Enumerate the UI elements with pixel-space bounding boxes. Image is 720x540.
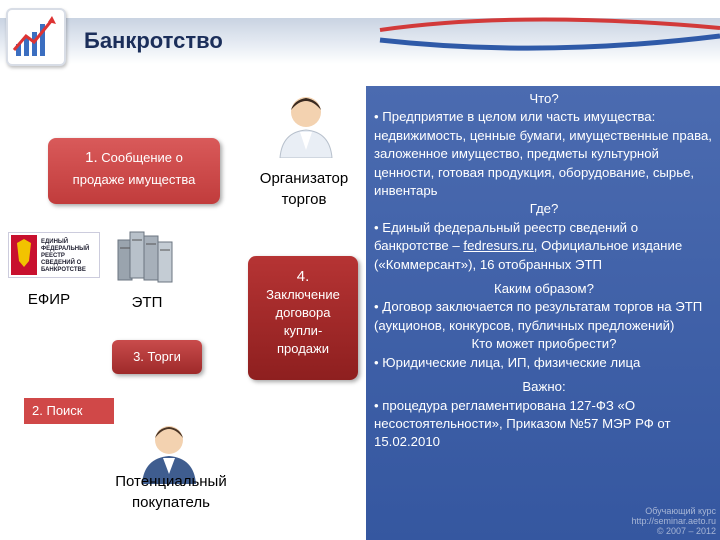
auction-text: Торги (147, 349, 181, 364)
contract-box: 4. Заключение договора купли- продажи (248, 256, 358, 380)
etp-label: ЭТП (131, 294, 163, 311)
contract-text-2: договора (275, 305, 331, 320)
important-heading: Важно: (522, 379, 566, 395)
announcement-text-2: продаже имущества (72, 172, 196, 187)
search-number: 2. (32, 403, 43, 418)
efir-label: ЕФИР (27, 291, 71, 308)
efir-emblem: ЕДИНЫЙ ФЕДЕРАЛЬНЫЙ РЕЕСТР СВЕДЕНИЙ О БАН… (8, 232, 100, 278)
watermark-line-3: © 2007 – 2012 (656, 526, 716, 536)
who-heading: Кто может приобрести? (471, 336, 617, 352)
announcement-box: 1. Сообщение о продаже имущества (48, 138, 220, 204)
buyer-label-1: Потенциальный (115, 473, 227, 490)
where-text-pre: • Единый федеральный реестр сведений о б… (374, 219, 639, 254)
contract-text-1: Заключение (266, 287, 340, 302)
coat-of-arms-icon (11, 235, 37, 275)
course-watermark: Обучающий курс http://seminar.aeto.ru © … (616, 506, 716, 536)
how-heading: Каким образом? (494, 281, 594, 297)
organizer-person-icon (279, 97, 333, 158)
buyer-person-icon (142, 426, 196, 484)
info-panel: Что? • Предприятие в целом или часть иму… (366, 86, 720, 540)
what-heading: Что? (529, 91, 559, 106)
search-tag: 2. Поиск (24, 398, 114, 424)
auction-number: 3. (133, 349, 144, 364)
organizer-label-1: Организатор (259, 170, 349, 187)
announcement-text-1: Сообщение о (101, 150, 183, 165)
buyer-label-2: покупатель (132, 494, 210, 511)
watermark-line-1: Обучающий курс (645, 506, 716, 516)
header-swoosh-decoration (379, 17, 720, 51)
buyer-label: Потенциальный покупатель (96, 471, 246, 513)
chart-growth-icon (6, 8, 66, 66)
watermark-line-2: http://seminar.aeto.ru (631, 516, 716, 526)
contract-number: 4. (296, 268, 310, 285)
where-heading: Где? (529, 201, 559, 217)
fedresurs-link[interactable]: fedresurs.ru (463, 238, 534, 254)
servers-icon (117, 231, 173, 283)
header-bar (0, 18, 720, 64)
auction-box: 3. Торги (112, 340, 202, 374)
announcement-number: 1. (85, 149, 98, 166)
where-text: • Единый федеральный реестр сведений о б… (374, 219, 714, 274)
page-title: Банкротство (84, 28, 223, 53)
organizer-label: Организатор торгов (244, 168, 364, 210)
contract-text-3: купли- (283, 323, 323, 338)
who-text: • Юридические лица, ИП, физические лица (374, 354, 641, 370)
how-text: • Договор заключается по результатам тор… (374, 299, 703, 333)
important-text: • процедура регламентирована 127-ФЗ «О н… (374, 397, 671, 450)
what-text: • Предприятие в целом или часть имуществ… (374, 109, 712, 199)
contract-text-4: продажи (277, 341, 329, 356)
search-text: Поиск (46, 403, 83, 418)
efir-emblem-text: ЕДИНЫЙ ФЕДЕРАЛЬНЫЙ РЕЕСТР СВЕДЕНИЙ О БАН… (41, 239, 90, 273)
organizer-label-2: торгов (281, 191, 327, 208)
where-text-post: , Официальное издание («Коммерсант»), 16… (374, 238, 683, 272)
header: Банкротство (0, 0, 720, 78)
